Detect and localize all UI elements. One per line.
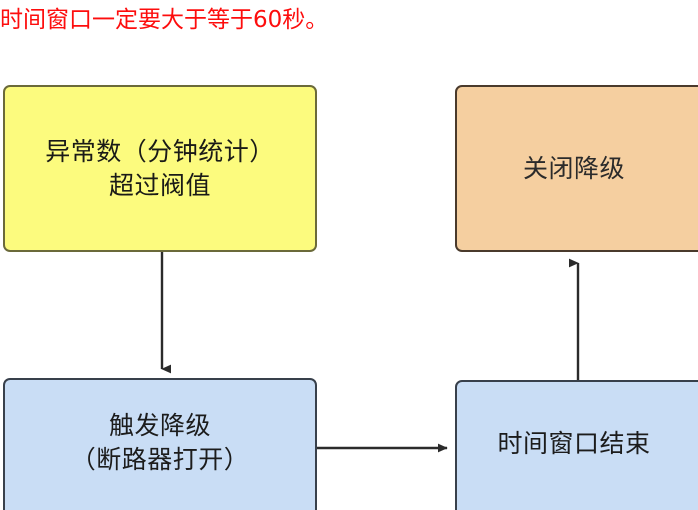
node-trigger-degrade-label: 触发降级 （断路器打开） — [70, 411, 250, 474]
node-time-window-end[interactable]: 时间窗口结束 — [455, 380, 698, 510]
node-trigger-degrade[interactable]: 触发降级 （断路器打开） — [3, 378, 317, 510]
header-note: 时间窗口一定要大于等于60秒。 — [0, 7, 329, 33]
node-close-degrade-label: 关闭降级 — [522, 153, 625, 183]
node-time-window-end-label: 时间窗口结束 — [497, 429, 651, 458]
node-threshold-exceeded[interactable]: 异常数（分钟统计） 超过阀值 — [3, 85, 317, 252]
node-close-degrade[interactable]: 关闭降级 — [455, 85, 698, 252]
node-threshold-exceeded-label: 异常数（分钟统计） 超过阀值 — [45, 136, 275, 200]
